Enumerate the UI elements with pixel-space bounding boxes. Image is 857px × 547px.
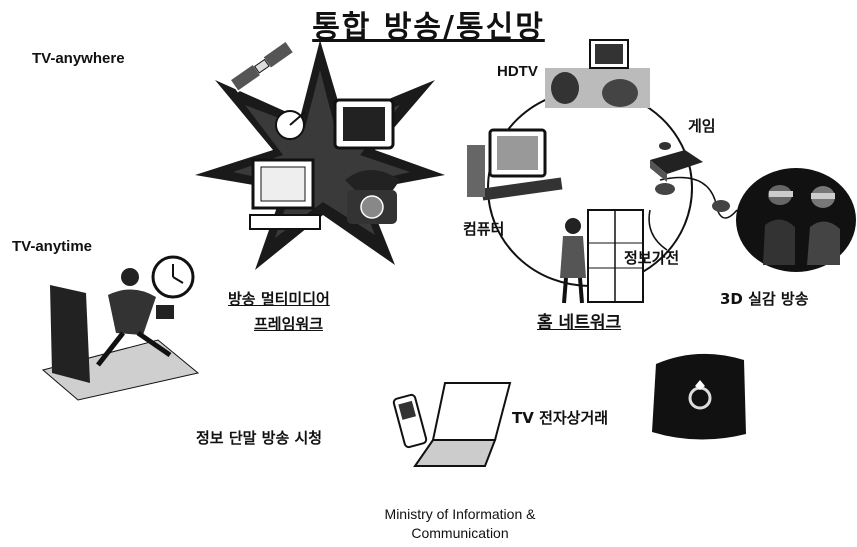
tv-set-icon [333, 98, 395, 150]
satellite-dish-icon [275, 110, 306, 140]
hdtv-label: HDTV [497, 63, 538, 80]
info-appliance-icon [560, 209, 644, 304]
mobile-viewing-label: 정보 단말 방송 시청 [196, 429, 323, 447]
computer-icon [249, 158, 321, 230]
game-label: 게임 [688, 117, 716, 135]
game-controller-icon [655, 183, 675, 195]
hdtv-scene-icon [545, 39, 650, 108]
telephone-icon [345, 170, 400, 224]
tv-anytime-label: TV-anytime [12, 238, 93, 255]
ministry-caption-line2: Communication [411, 525, 509, 541]
framework-label-line2: 프레임워크 [254, 315, 324, 333]
game-console-icon [650, 142, 703, 182]
computer-label: 컴퓨터 [463, 220, 505, 238]
multimedia-framework-illustration [195, 39, 445, 270]
diagram-title: 통합 방송/통신망 [312, 10, 545, 45]
starburst-icon [195, 40, 445, 270]
3d-broadcast-label: 3D 실감 방송 [720, 290, 809, 308]
info-appliance-label: 정보가전 [624, 249, 680, 267]
satellite-icon [228, 39, 295, 93]
ring-box-icon [652, 353, 746, 440]
tv-anywhere-label: TV-anywhere [32, 50, 125, 67]
tv-commerce-label: TV 전자상거래 [512, 409, 609, 427]
mobile-terminal-icon [392, 382, 512, 467]
3d-viewers-icon [736, 168, 856, 272]
mouse-icon [712, 200, 730, 212]
framework-label-line1: 방송 멀티미디어 [228, 290, 330, 308]
ministry-caption-line1: Ministry of Information & [384, 506, 536, 522]
home-computer-icon [467, 128, 563, 201]
tv-anytime-illustration [41, 255, 200, 401]
home-network-label: 홈 네트워크 [537, 313, 622, 333]
ministry-caption: Ministry of Information & Communication [325, 505, 595, 543]
